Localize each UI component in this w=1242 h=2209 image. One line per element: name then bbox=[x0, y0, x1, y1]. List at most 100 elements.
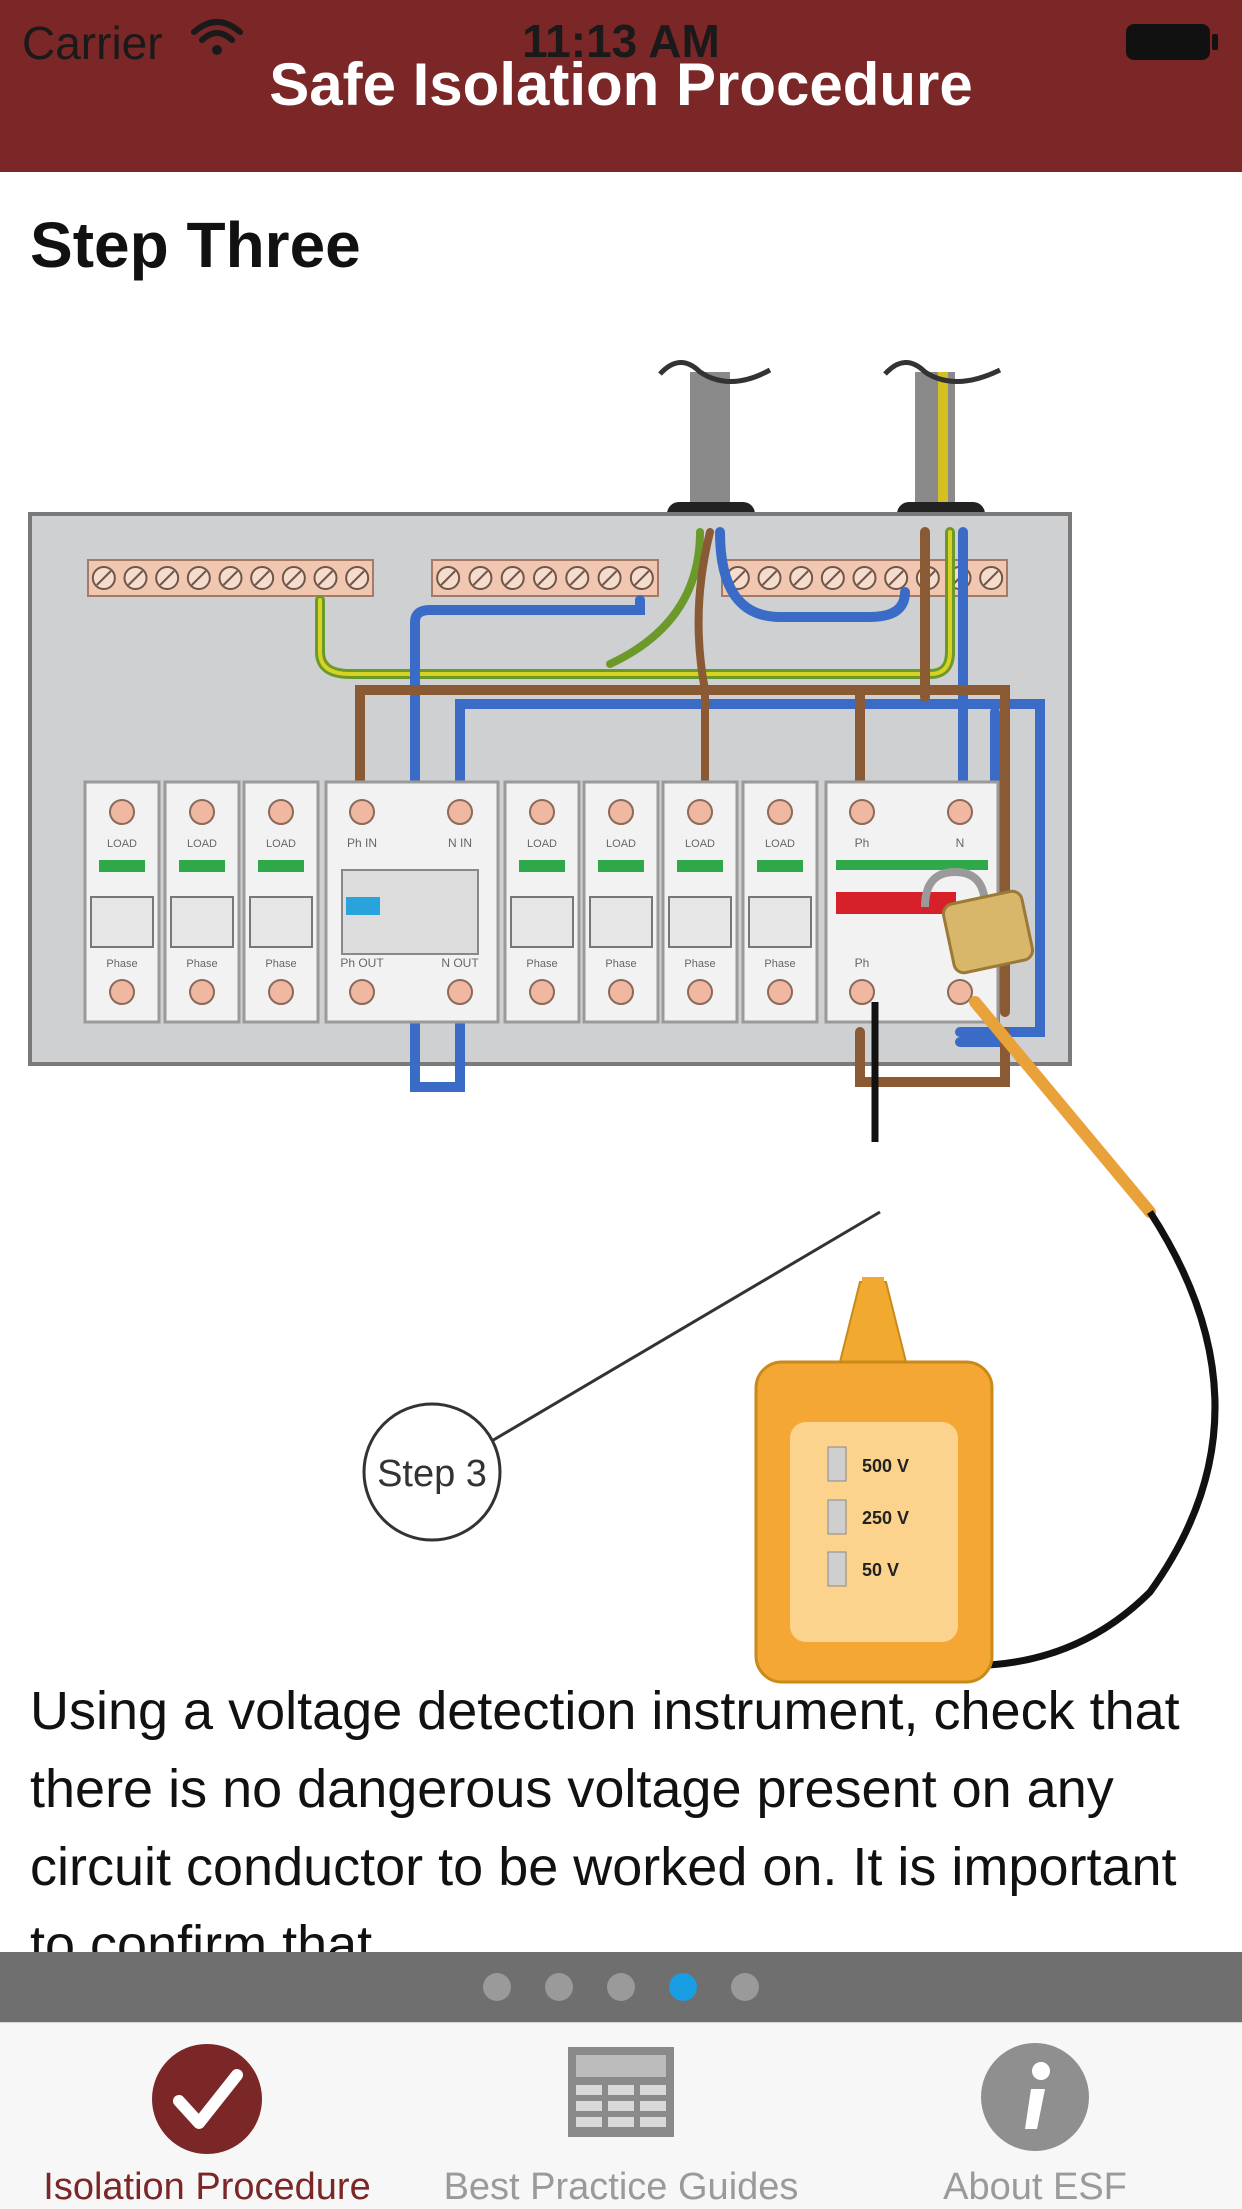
terminal-screw-slot bbox=[254, 570, 270, 586]
info-icon bbox=[981, 2043, 1089, 2151]
breaker-screw bbox=[189, 799, 215, 825]
rcd-ph-in-label: Ph IN bbox=[347, 836, 377, 850]
breaker-load-label: LOAD bbox=[606, 838, 636, 850]
breaker-toggle bbox=[668, 896, 732, 948]
page-dot[interactable] bbox=[731, 1973, 759, 2001]
breaker-row: LOAD Phase LOAD Phase LOAD Phase LOAD Phase LOAD… bbox=[83, 780, 819, 1024]
main-switch-ph-bottom-label: Ph bbox=[855, 956, 870, 970]
breaker-screw bbox=[608, 799, 634, 825]
tester-level-500: 500 V bbox=[862, 1456, 909, 1476]
page-dot[interactable] bbox=[545, 1973, 573, 2001]
circuit-breaker: LOAD Phase bbox=[741, 780, 819, 1024]
circuit-breaker: LOAD Phase bbox=[242, 780, 320, 1024]
step-callout: Step 3 bbox=[362, 1402, 502, 1542]
page-title: Safe Isolation Procedure bbox=[269, 51, 973, 118]
terminal-screw-slot bbox=[601, 570, 618, 586]
step-callout-line bbox=[489, 1210, 881, 1444]
circuit-breaker: LOAD Phase bbox=[163, 780, 241, 1024]
terminal-screw-slot bbox=[983, 570, 999, 586]
breaker-phase-label: Phase bbox=[764, 958, 795, 970]
wifi-icon bbox=[191, 19, 243, 55]
rcd-n-in-label: N IN bbox=[448, 836, 472, 850]
main-switch-ph-top-label: Ph bbox=[855, 836, 870, 850]
breaker-phase-label: Phase bbox=[265, 958, 296, 970]
circuit-breaker: LOAD Phase bbox=[661, 780, 739, 1024]
breaker-screw bbox=[767, 979, 793, 1005]
breaker-load-label: LOAD bbox=[107, 838, 137, 850]
terminal-screw-slot bbox=[537, 570, 553, 586]
step-description: Using a voltage detection instrument, ch… bbox=[30, 1681, 1180, 1952]
content-scroll-area[interactable]: Step Three bbox=[0, 172, 1242, 1952]
circuit-breaker: LOAD Phase bbox=[582, 780, 660, 1024]
terminal-screw-slot bbox=[472, 570, 489, 586]
terminal-screw-slot bbox=[317, 570, 334, 586]
page-dot[interactable] bbox=[669, 1973, 697, 2001]
terminal-screw-slot bbox=[96, 570, 112, 586]
breaker-screw bbox=[268, 799, 294, 825]
terminal-screw-slot bbox=[286, 570, 302, 586]
terminal-screw-slot bbox=[761, 570, 778, 586]
breaker-phase-label: Phase bbox=[605, 958, 636, 970]
navigation-header: Carrier 11:13 AM Safe Isolation Procedur… bbox=[0, 0, 1242, 172]
breaker-toggle bbox=[90, 896, 154, 948]
breaker-toggle bbox=[748, 896, 812, 948]
breaker-phase-label: Phase bbox=[526, 958, 557, 970]
breaker-screw bbox=[687, 979, 713, 1005]
tab-about-esf[interactable]: About ESF bbox=[828, 2023, 1242, 2209]
breaker-phase-label: Phase bbox=[684, 958, 715, 970]
breaker-status-bar bbox=[677, 860, 723, 872]
padlock-icon bbox=[921, 867, 1035, 975]
terminal-screw-slot bbox=[191, 570, 207, 586]
page-dot[interactable] bbox=[607, 1973, 635, 2001]
breaker-screw bbox=[109, 979, 135, 1005]
tab-label-about-esf: About ESF bbox=[943, 2166, 1127, 2208]
breaker-load-label: LOAD bbox=[187, 838, 217, 850]
terminal-screw-slot bbox=[825, 570, 841, 586]
status-carrier: Carrier bbox=[22, 17, 163, 69]
page-indicator[interactable] bbox=[0, 1952, 1242, 2022]
terminal-screw-slot bbox=[222, 570, 239, 586]
tab-bar: Isolation Procedure Best Practice Guides… bbox=[0, 2022, 1242, 2209]
tester-level-250: 250 V bbox=[862, 1508, 909, 1528]
breaker-toggle bbox=[249, 896, 313, 948]
breaker-screw bbox=[109, 799, 135, 825]
terminal-screw-slot bbox=[856, 570, 873, 586]
cable-entry-right bbox=[883, 360, 1002, 526]
breaker-toggle bbox=[170, 896, 234, 948]
safe-isolation-diagram: LOAD Phase LOAD Phase LOAD Phase LOAD Phase LOAD… bbox=[28, 360, 1219, 1684]
breaker-toggle bbox=[589, 896, 653, 948]
terminal-screw-slot bbox=[634, 570, 650, 586]
breaker-screw bbox=[189, 979, 215, 1005]
breaker-screw bbox=[608, 979, 634, 1005]
breaker-toggle bbox=[510, 896, 574, 948]
breaker-screw bbox=[268, 979, 294, 1005]
breaker-phase-label: Phase bbox=[186, 958, 217, 970]
breaker-load-label: LOAD bbox=[527, 838, 557, 850]
page-dot[interactable] bbox=[483, 1973, 511, 2001]
tab-best-practice-guides[interactable]: Best Practice Guides bbox=[414, 2023, 828, 2209]
step-callout-label: Step 3 bbox=[377, 1453, 487, 1495]
rcd-n-out-label: N OUT bbox=[441, 956, 479, 970]
tester-level-50: 50 V bbox=[862, 1560, 899, 1580]
breaker-screw bbox=[529, 799, 555, 825]
breaker-status-bar bbox=[258, 860, 304, 872]
step-title: Step Three bbox=[30, 209, 361, 281]
circuit-breaker: LOAD Phase bbox=[503, 780, 581, 1024]
tab-label-best-practice-guides: Best Practice Guides bbox=[443, 2166, 799, 2208]
breaker-status-bar bbox=[757, 860, 803, 872]
main-switch-n-top-label: N bbox=[956, 836, 965, 850]
document-icon bbox=[568, 2047, 674, 2137]
breaker-screw bbox=[767, 799, 793, 825]
breaker-status-bar bbox=[598, 860, 644, 872]
terminal-screw-slot bbox=[440, 570, 456, 586]
breaker-load-label: LOAD bbox=[266, 838, 296, 850]
breaker-load-label: LOAD bbox=[685, 838, 715, 850]
rcd-module: Ph IN N IN Ph OUT N OUT bbox=[324, 780, 500, 1024]
breaker-load-label: LOAD bbox=[765, 838, 795, 850]
breaker-status-bar bbox=[179, 860, 225, 872]
terminal-screw-slot bbox=[569, 570, 585, 586]
tab-isolation-procedure[interactable]: Isolation Procedure bbox=[0, 2023, 414, 2209]
voltage-tester: 500 V 250 V 50 V bbox=[754, 1277, 994, 1684]
tab-label-isolation-procedure: Isolation Procedure bbox=[43, 2166, 371, 2208]
